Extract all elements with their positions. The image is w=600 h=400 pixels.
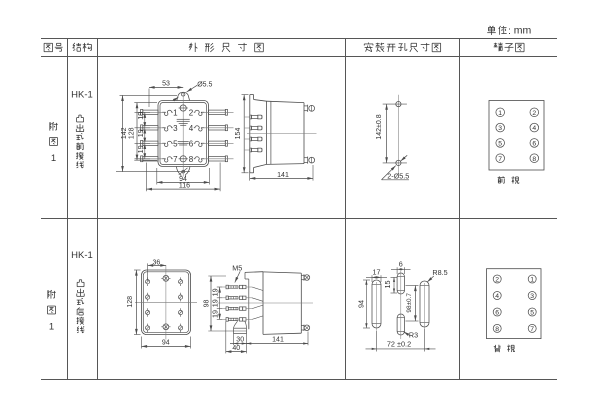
svg-text:R3: R3: [409, 331, 418, 340]
svg-text:4: 4: [532, 125, 536, 132]
svg-text:1: 1: [530, 277, 534, 284]
svg-text:8: 8: [495, 326, 499, 333]
svg-text:36: 36: [153, 259, 161, 266]
svg-text:53: 53: [162, 81, 170, 88]
svg-text:141: 141: [277, 172, 289, 179]
svg-text:3: 3: [530, 293, 534, 300]
svg-text:5: 5: [173, 140, 178, 149]
svg-text:6: 6: [399, 260, 403, 269]
svg-text:17: 17: [373, 268, 381, 277]
svg-text:1: 1: [498, 110, 502, 117]
svg-text:19: 19: [136, 145, 145, 153]
svg-text:2: 2: [189, 109, 194, 118]
svg-text:72 ±0.2: 72 ±0.2: [387, 339, 411, 348]
svg-text:19: 19: [211, 288, 220, 296]
svg-text:19: 19: [136, 129, 145, 137]
svg-text:94: 94: [356, 300, 365, 308]
svg-text::: :: [508, 26, 511, 37]
svg-text:8: 8: [532, 156, 536, 163]
svg-text:94: 94: [162, 340, 170, 347]
svg-text:154: 154: [235, 128, 242, 140]
svg-text:7: 7: [530, 326, 534, 333]
svg-text:2: 2: [495, 277, 499, 284]
svg-text:1: 1: [49, 322, 54, 333]
svg-text:142: 142: [121, 127, 128, 139]
svg-text:mm: mm: [514, 25, 532, 37]
svg-text:2-Ø5.5: 2-Ø5.5: [387, 171, 409, 180]
svg-text:4: 4: [495, 293, 499, 300]
svg-text:HK-1: HK-1: [71, 90, 93, 101]
svg-text:19: 19: [136, 112, 145, 120]
svg-text:2: 2: [532, 110, 536, 117]
svg-text:7: 7: [173, 155, 178, 164]
svg-text:4: 4: [189, 124, 194, 133]
svg-text:94: 94: [179, 176, 187, 183]
svg-text:128: 128: [129, 127, 136, 139]
svg-text:Ø5.5: Ø5.5: [197, 81, 212, 88]
svg-text:141: 141: [272, 336, 284, 343]
svg-text:3: 3: [498, 125, 502, 132]
svg-text:1: 1: [173, 109, 178, 118]
svg-text:8: 8: [189, 155, 194, 164]
svg-text:5: 5: [530, 310, 534, 317]
svg-text:HK-1: HK-1: [71, 250, 93, 261]
svg-text:19: 19: [211, 299, 220, 307]
svg-text:5: 5: [498, 141, 502, 148]
svg-text:116: 116: [179, 183, 190, 190]
svg-text:30: 30: [236, 337, 244, 344]
svg-text:6: 6: [532, 141, 536, 148]
svg-text:15: 15: [383, 281, 392, 289]
svg-text:7: 7: [498, 156, 502, 163]
svg-text:1: 1: [51, 153, 56, 164]
svg-text:6: 6: [189, 140, 194, 149]
svg-text:19: 19: [211, 310, 220, 318]
svg-text:R8.5: R8.5: [432, 268, 447, 277]
svg-text:128: 128: [127, 296, 134, 308]
svg-text:3: 3: [173, 124, 178, 133]
svg-text:6: 6: [495, 310, 499, 317]
svg-text:142±0.8: 142±0.8: [376, 114, 383, 139]
svg-text:40: 40: [232, 345, 240, 352]
svg-text:M5: M5: [232, 263, 242, 272]
svg-text:98±0.7: 98±0.7: [406, 293, 413, 313]
svg-text:98: 98: [204, 300, 211, 308]
